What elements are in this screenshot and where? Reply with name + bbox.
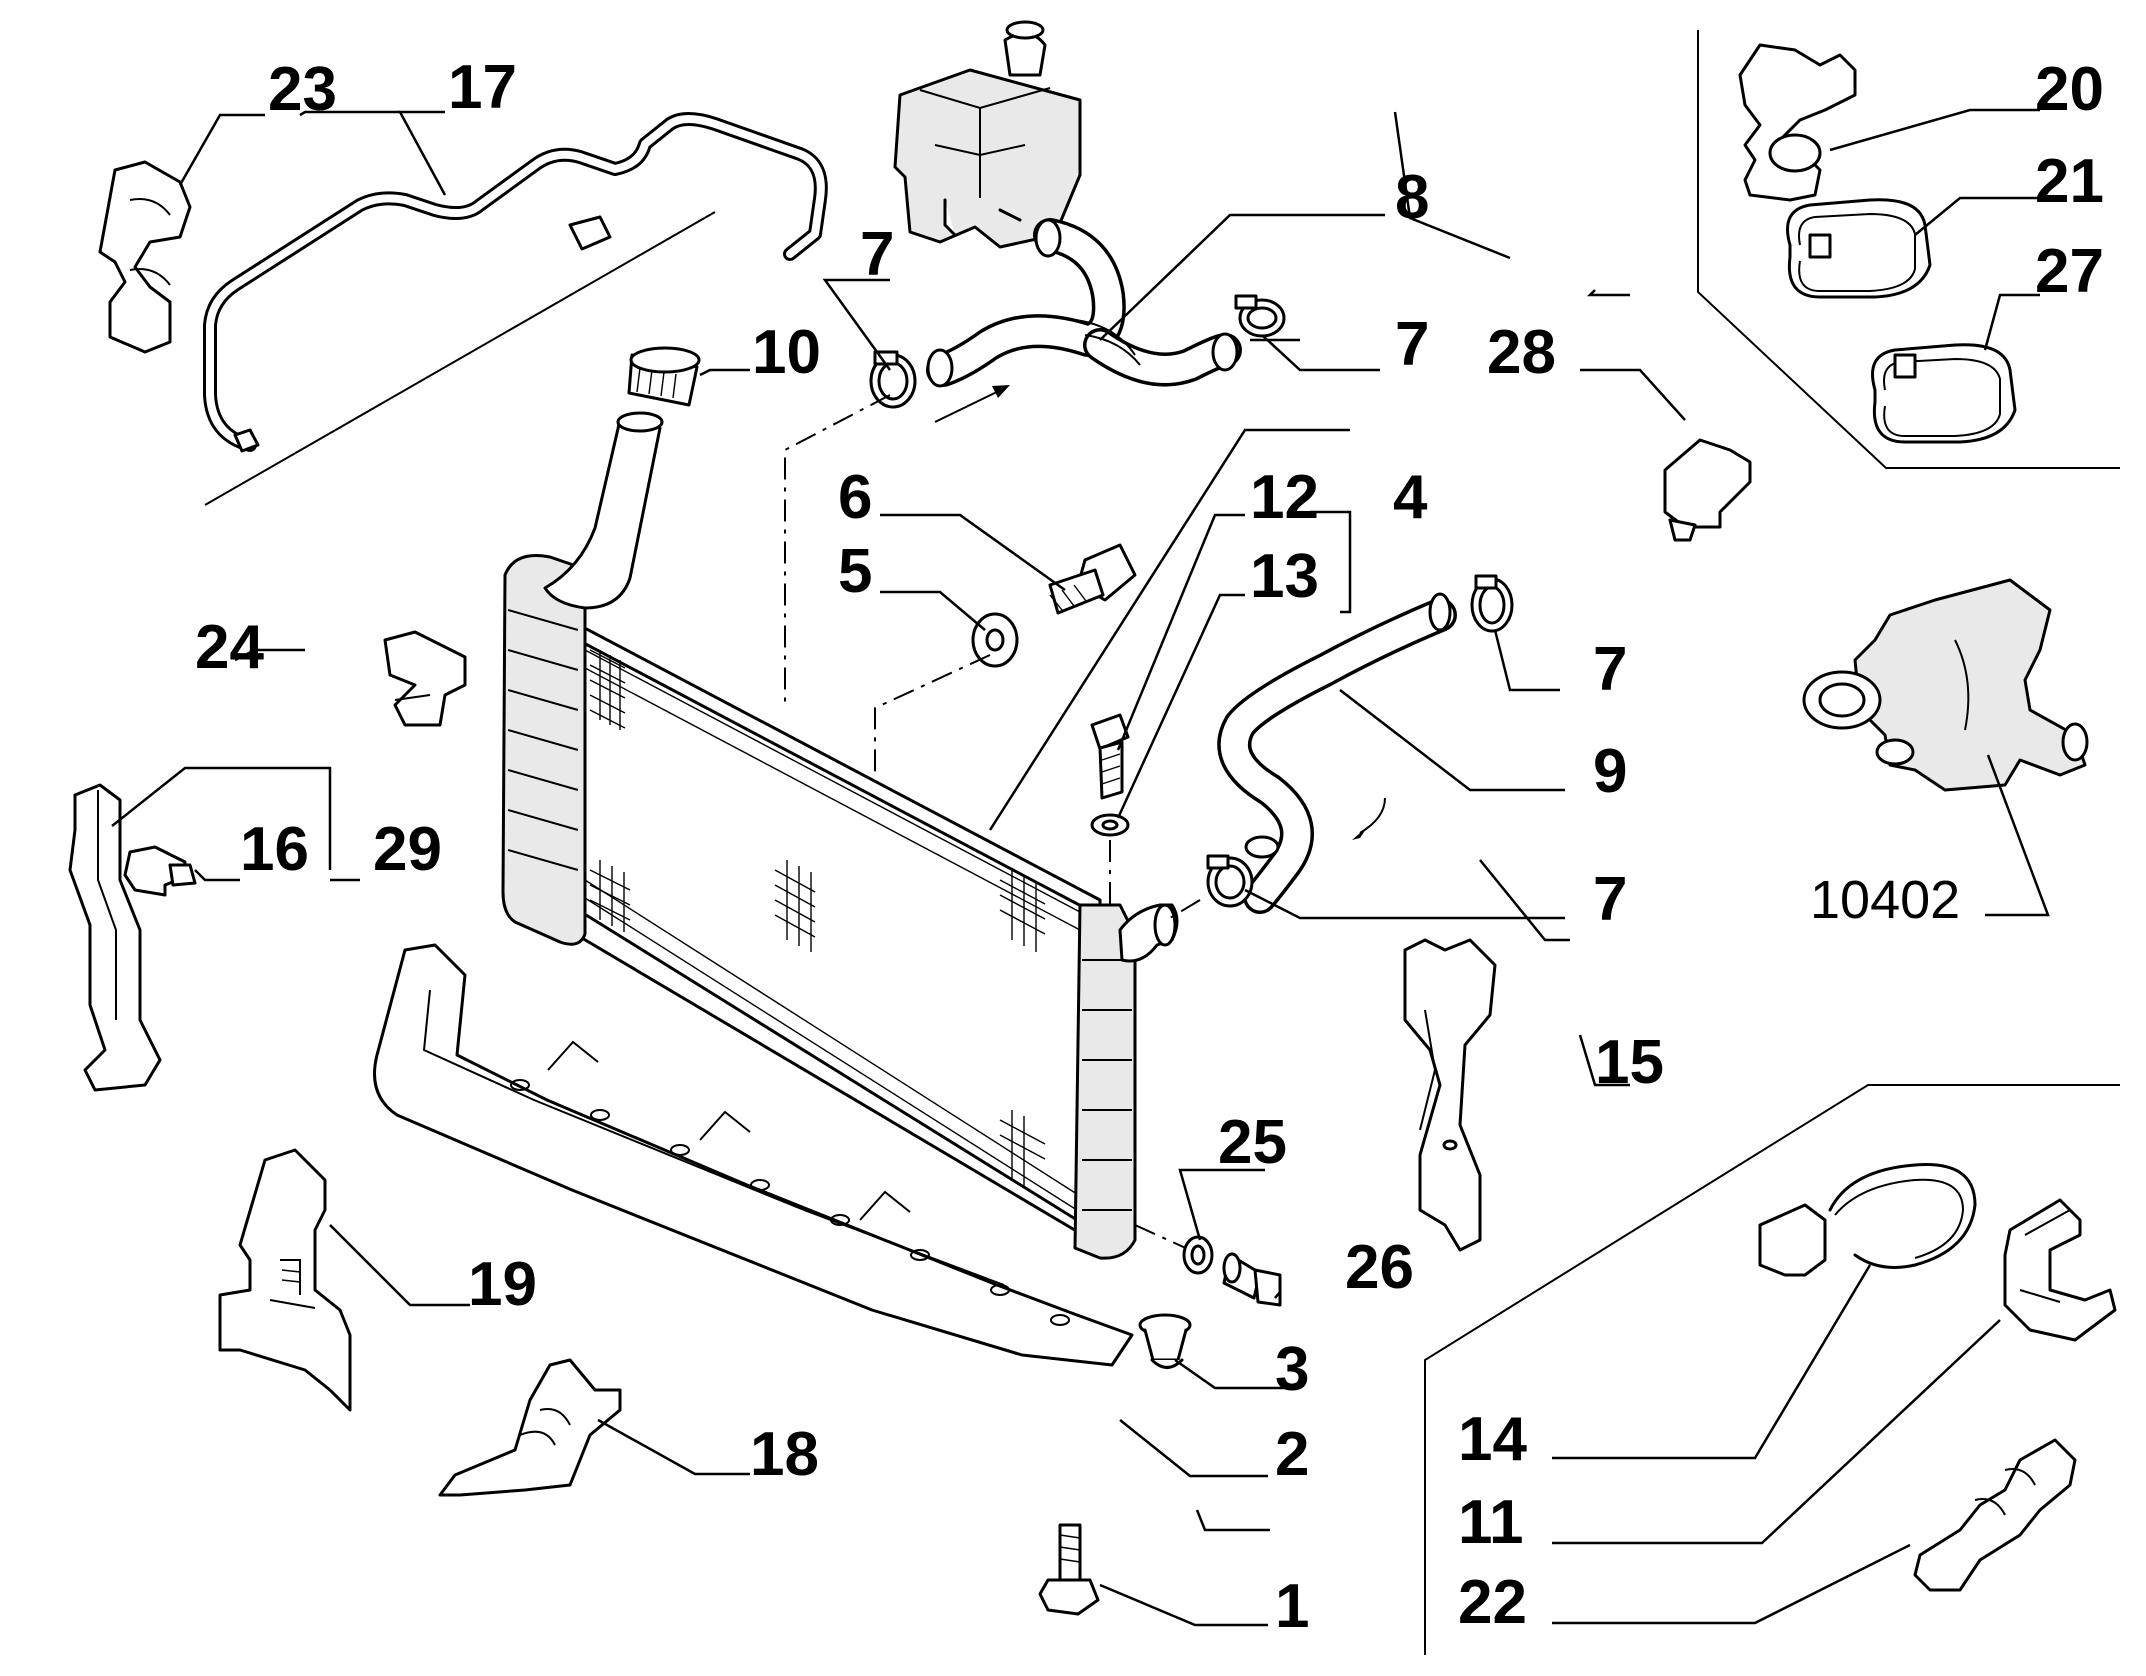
lower-crossmember[interactable] bbox=[373, 943, 1134, 1367]
washer-5[interactable] bbox=[971, 612, 1019, 668]
radiator-filler-neck bbox=[543, 418, 662, 610]
hose-clamp-7d[interactable] bbox=[1206, 854, 1254, 908]
clip-22[interactable] bbox=[1913, 1438, 2077, 1592]
callout-11: 11 bbox=[1458, 1488, 1524, 1557]
callout-10: 10 bbox=[752, 318, 821, 387]
callout-7c: 7 bbox=[1593, 635, 1627, 704]
lower-radiator-hose[interactable] bbox=[1217, 592, 1457, 914]
callout-18: 18 bbox=[750, 1420, 819, 1489]
callout-9: 9 bbox=[1593, 737, 1627, 806]
callout-16: 16 bbox=[240, 815, 309, 884]
callout-29: 29 bbox=[373, 815, 442, 884]
mounting-bolt[interactable] bbox=[1038, 1523, 1100, 1616]
bleed-screw[interactable] bbox=[1048, 543, 1137, 615]
callout-2: 2 bbox=[1275, 1420, 1309, 1489]
clip-16[interactable] bbox=[123, 845, 197, 897]
callout-1: 1 bbox=[1275, 1572, 1309, 1641]
callout-27: 27 bbox=[2035, 237, 2104, 306]
bracket-15[interactable] bbox=[1403, 938, 1497, 1252]
radiator-right-tank bbox=[1073, 903, 1137, 1260]
callout-7d: 7 bbox=[1593, 865, 1627, 934]
hose-clamp-7a[interactable] bbox=[869, 350, 917, 409]
band-clamp-27[interactable] bbox=[1871, 343, 2017, 444]
band-clamp-14[interactable] bbox=[1758, 1163, 1977, 1277]
pipe-clip-23[interactable] bbox=[98, 160, 192, 354]
callout-6: 6 bbox=[838, 463, 872, 532]
thermostat-housing[interactable] bbox=[1802, 578, 2089, 792]
callout-22: 22 bbox=[1458, 1568, 1527, 1637]
radiator-left-tank bbox=[501, 554, 587, 946]
bracket-29[interactable] bbox=[68, 783, 162, 1092]
callout-23: 23 bbox=[268, 55, 337, 124]
callout-7a: 7 bbox=[860, 220, 894, 289]
callout-20: 20 bbox=[2035, 55, 2104, 124]
leader-lines bbox=[111, 108, 2050, 1627]
radiator-core-hatching bbox=[589, 649, 1046, 1186]
washer-13[interactable] bbox=[1090, 813, 1130, 837]
callout-28: 28 bbox=[1487, 318, 1556, 387]
callout-19: 19 bbox=[468, 1250, 537, 1319]
callout-24: 24 bbox=[195, 613, 264, 682]
bracket-24[interactable] bbox=[383, 630, 467, 727]
callout-14: 14 bbox=[1458, 1405, 1527, 1474]
reference-code: 10402 bbox=[1810, 870, 1960, 930]
callout-12: 12 bbox=[1250, 463, 1319, 532]
radiator-cap[interactable] bbox=[627, 346, 701, 407]
callout-labels: 23 17 7 8 7 10 6 5 12 13 4 7 9 7 15 28 2… bbox=[195, 53, 2104, 1641]
callout-13: 13 bbox=[1250, 542, 1319, 611]
rubber-grommet[interactable] bbox=[1138, 1313, 1192, 1369]
assembly-lines bbox=[784, 394, 1201, 1251]
drain-plug[interactable] bbox=[1090, 713, 1130, 800]
radiator[interactable] bbox=[501, 411, 1179, 1260]
callout-17: 17 bbox=[448, 53, 517, 122]
callout-26: 26 bbox=[1345, 1233, 1414, 1302]
callout-25: 25 bbox=[1218, 1108, 1287, 1177]
flow-arrow-upper bbox=[934, 385, 1010, 423]
hose-clamp-7c[interactable] bbox=[1470, 574, 1514, 633]
flow-arrow-lower bbox=[1352, 797, 1386, 840]
hose-clamp-7b[interactable] bbox=[1234, 294, 1286, 338]
clip-28[interactable] bbox=[1663, 438, 1752, 542]
callout-4: 4 bbox=[1393, 463, 1428, 532]
clip-11[interactable] bbox=[2003, 1198, 2117, 1342]
expansion-tank[interactable] bbox=[893, 20, 1082, 249]
clip-20[interactable] bbox=[1738, 43, 1857, 202]
upper-radiator-hose[interactable] bbox=[926, 218, 1242, 388]
callout-15: 15 bbox=[1595, 1028, 1664, 1097]
bracket-18[interactable] bbox=[438, 1358, 622, 1497]
bracket-19[interactable] bbox=[218, 1148, 352, 1412]
o-ring-25[interactable] bbox=[1182, 1235, 1214, 1275]
callout-21: 21 bbox=[2035, 147, 2104, 216]
callout-7b: 7 bbox=[1395, 310, 1429, 379]
drain-plug-26[interactable] bbox=[1222, 1252, 1282, 1307]
coolant-pipe[interactable] bbox=[203, 112, 828, 453]
callout-5: 5 bbox=[838, 537, 872, 606]
band-clamp-21[interactable] bbox=[1786, 198, 1932, 299]
callout-8: 8 bbox=[1395, 163, 1429, 232]
section-dividers bbox=[204, 30, 2120, 1655]
callout-3: 3 bbox=[1275, 1335, 1309, 1404]
